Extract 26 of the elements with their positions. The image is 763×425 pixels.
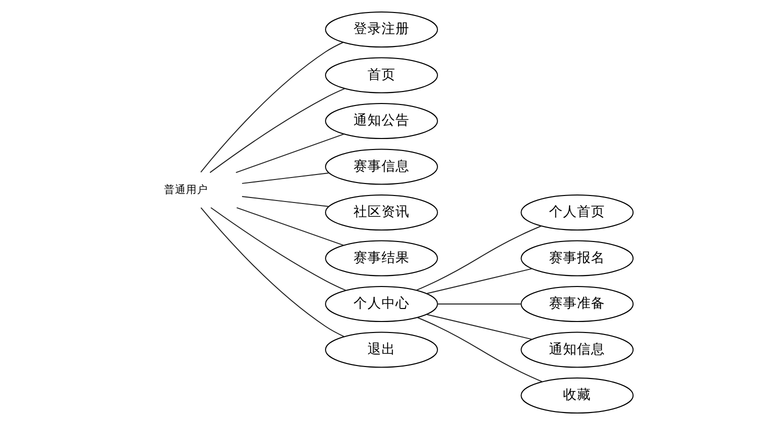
connector xyxy=(242,172,330,184)
connector xyxy=(426,268,532,294)
node-text: 普通用户 xyxy=(164,182,208,196)
node-ellipse: 首页 xyxy=(325,57,438,94)
connector xyxy=(210,207,346,291)
node-ellipse: 个人首页 xyxy=(520,194,634,230)
connector xyxy=(236,207,344,246)
connector xyxy=(200,207,344,337)
connector xyxy=(416,317,543,382)
node-ellipse: 退出 xyxy=(325,332,438,368)
connector xyxy=(235,134,344,174)
node-ellipse: 赛事结果 xyxy=(325,240,438,276)
connector xyxy=(242,196,330,208)
connector xyxy=(426,314,532,340)
node-ellipse: 个人中心 xyxy=(325,286,438,322)
node-ellipse: 通知信息 xyxy=(520,332,634,368)
node-ellipse: 登录注册 xyxy=(325,12,438,48)
connector xyxy=(200,42,344,173)
connector xyxy=(210,88,346,174)
node-ellipse: 社区资讯 xyxy=(325,194,438,230)
node-ellipse: 赛事准备 xyxy=(520,286,634,322)
node-ellipse: 赛事信息 xyxy=(325,148,438,185)
node-ellipse: 赛事报名 xyxy=(520,240,634,276)
node-ellipse: 收藏 xyxy=(520,377,634,414)
node-ellipse: 通知公告 xyxy=(325,103,438,140)
connector xyxy=(416,226,542,291)
